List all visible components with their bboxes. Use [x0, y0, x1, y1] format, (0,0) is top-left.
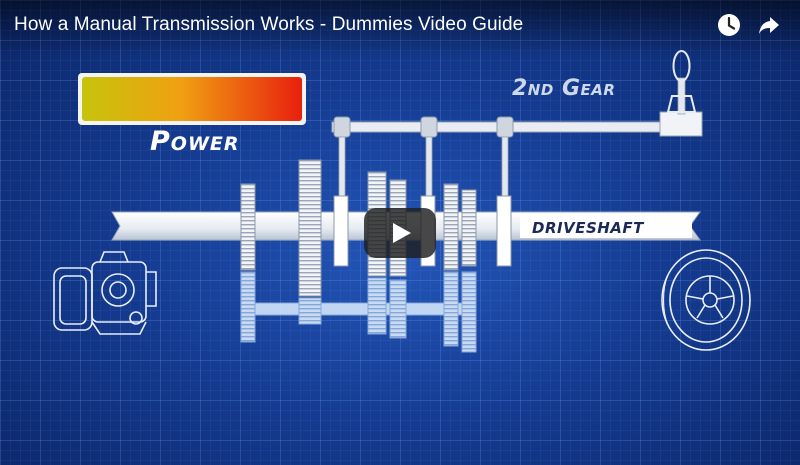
driveshaft-label: DRIVESHAFT	[532, 219, 644, 237]
wheel-icon	[661, 249, 751, 351]
play-button[interactable]	[364, 208, 436, 258]
shift-rail	[331, 116, 673, 202]
gear-shifter	[659, 50, 703, 137]
play-icon	[393, 223, 411, 243]
watch-later-button[interactable]	[716, 12, 742, 38]
power-meter-fill	[82, 77, 302, 121]
video-title[interactable]: How a Manual Transmission Works - Dummie…	[14, 14, 524, 35]
clock-icon	[718, 14, 740, 36]
video-title-bar: How a Manual Transmission Works - Dummie…	[0, 0, 800, 56]
gear-label: 2nd Gear	[512, 76, 616, 101]
share-arrow-icon	[759, 17, 779, 34]
countershaft	[240, 271, 477, 353]
power-label: Power	[150, 126, 240, 157]
share-button[interactable]	[756, 12, 782, 38]
power-meter	[78, 73, 306, 125]
engine-icon	[53, 251, 157, 335]
